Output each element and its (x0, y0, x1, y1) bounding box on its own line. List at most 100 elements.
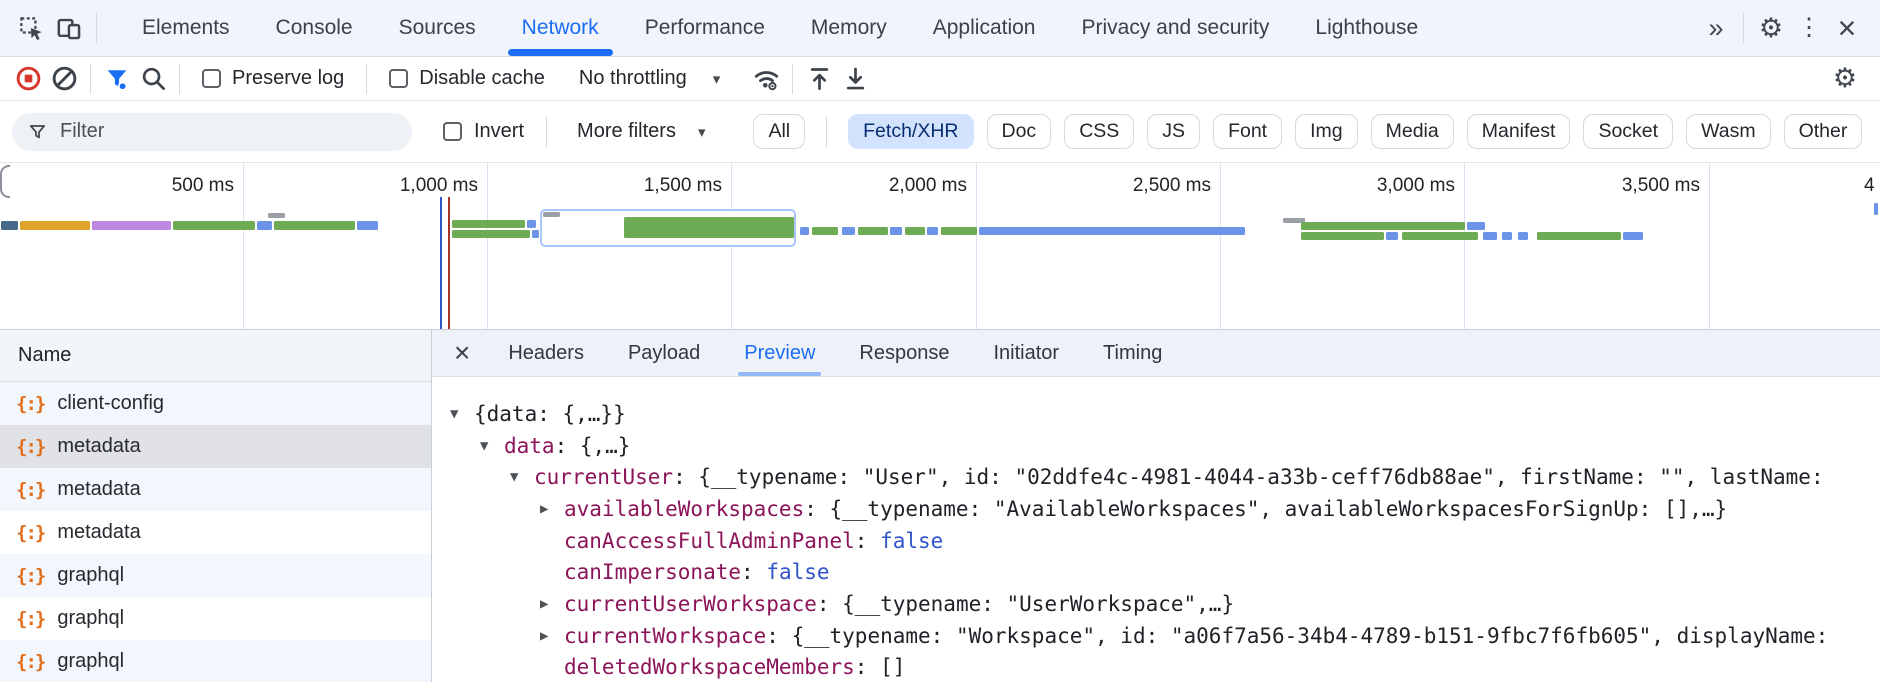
waterfall-bar-green (452, 220, 525, 228)
waterfall-bar-blue (1874, 203, 1878, 215)
waterfall-bar-blue (890, 227, 902, 235)
more-filters-label: More filters (577, 120, 676, 142)
request-row-client-config[interactable]: {:}client-config (0, 382, 431, 425)
dom-content-loaded-line (440, 197, 442, 329)
tab-lighthouse[interactable]: Lighthouse (1315, 16, 1419, 39)
json-plain-text: : {__typename: "AvailableWorkspaces", av… (804, 496, 1728, 521)
close-detail-icon[interactable]: × (454, 337, 471, 368)
request-row-graphql[interactable]: {:}graphql (0, 554, 431, 597)
tree-down-arrow-icon[interactable]: ▼ (510, 469, 519, 486)
tab-performance[interactable]: Performance (644, 16, 765, 39)
json-key-text: currentWorkspace (564, 623, 767, 648)
preserve-log-checkbox[interactable] (202, 69, 221, 88)
tree-right-arrow-icon[interactable]: ▶ (540, 627, 549, 644)
detail-tab-preview[interactable]: Preview (722, 330, 837, 376)
filter-chip-media[interactable]: Media (1370, 114, 1454, 149)
more-filters-dropdown[interactable]: More filters ▾ (555, 120, 719, 143)
close-devtools-icon[interactable]: × (1837, 10, 1857, 46)
tree-right-arrow-icon[interactable]: ▶ (540, 500, 549, 517)
json-key-text: availableWorkspaces (564, 496, 805, 521)
waterfall-bar-blue (532, 230, 539, 238)
filter-chip-js[interactable]: JS (1147, 114, 1201, 149)
overview-left-handle[interactable] (0, 165, 10, 198)
json-braces-icon: {:} (16, 650, 46, 673)
throttling-select[interactable]: No throttling ▾ (559, 67, 734, 90)
json-plain-text: : (741, 560, 767, 585)
waterfall-bar-green (452, 230, 530, 238)
filter-chip-fetch-xhr[interactable]: Fetch/XHR (848, 114, 974, 149)
json-tree-row: ▶currentWorkspace: {__typename: "Workspa… (540, 620, 1880, 652)
more-tabs-icon[interactable]: » (1708, 12, 1724, 43)
timeline-tick-label: 2,000 ms (888, 175, 967, 196)
filter-chip-socket[interactable]: Socket (1583, 114, 1674, 149)
tab-memory[interactable]: Memory (810, 16, 887, 39)
export-har-icon[interactable] (837, 62, 873, 96)
disable-cache-label: Disable cache (419, 67, 545, 89)
tree-down-arrow-icon[interactable]: ▼ (450, 405, 459, 422)
detail-tab-initiator[interactable]: Initiator (993, 341, 1060, 364)
filter-input[interactable]: Filter (12, 112, 412, 151)
network-conditions-icon[interactable] (748, 62, 784, 96)
request-row-metadata[interactable]: {:}metadata (0, 511, 431, 554)
tab-console[interactable]: Console (275, 16, 353, 39)
filter-chip-all[interactable]: All (753, 114, 806, 149)
json-tree-row: canImpersonate: false (540, 556, 1880, 588)
filter-chip-doc[interactable]: Doc (986, 114, 1052, 149)
json-plain-text: : {__typename: "User", id: "02ddfe4c-498… (673, 465, 1824, 490)
more-options-kebab-icon[interactable]: ⋮ (1797, 14, 1821, 41)
tree-down-arrow-icon[interactable]: ▼ (480, 437, 489, 454)
disable-cache-checkbox[interactable] (389, 69, 409, 88)
request-row-graphql[interactable]: {:} graphql (0, 640, 431, 682)
network-bottom-split: Name {:}client-config{:}metadata{:}metad… (0, 330, 1880, 682)
filter-chip-wasm[interactable]: Wasm (1686, 114, 1771, 149)
load-event-line (448, 197, 450, 329)
filter-chip-other[interactable]: Other (1783, 114, 1863, 149)
request-name: metadata (57, 435, 141, 457)
waterfall-bar-blue (357, 221, 378, 230)
filter-icon[interactable] (99, 62, 135, 96)
tab-elements[interactable]: Elements (142, 16, 230, 39)
waterfall-bar-steel (1, 221, 18, 230)
waterfall-bar-gray (1283, 218, 1305, 223)
name-column-header[interactable]: Name (0, 330, 431, 382)
preserve-log-label: Preserve log (232, 67, 345, 89)
filter-chip-css[interactable]: CSS (1064, 114, 1135, 149)
settings-gear-icon[interactable]: ⚙ (1758, 12, 1784, 43)
detail-tab-payload[interactable]: Payload (627, 341, 701, 364)
detail-tab-timing[interactable]: Timing (1103, 341, 1163, 364)
request-name: graphql (57, 650, 125, 672)
device-toolbar-icon[interactable] (50, 9, 88, 47)
request-row-metadata[interactable]: {:}metadata (0, 468, 431, 511)
filter-chip-manifest[interactable]: Manifest (1466, 114, 1571, 149)
tab-application[interactable]: Application (932, 16, 1036, 39)
tab-network[interactable]: Network (499, 0, 622, 56)
json-braces-icon: {:} (16, 392, 46, 415)
timeline-tick-label: 500 ms (171, 175, 234, 196)
import-har-icon[interactable] (801, 62, 837, 96)
network-toolbar: Preserve log Disable cache No throttling… (0, 57, 1880, 101)
divider (1743, 13, 1744, 43)
json-tree-row: ▼currentUser: {__typename: "User", id: "… (510, 461, 1880, 493)
request-row-graphql[interactable]: {:}graphql (0, 597, 431, 640)
detail-tab-response[interactable]: Response (859, 341, 950, 364)
invert-label: Invert (474, 120, 525, 142)
detail-tab-headers[interactable]: Headers (508, 341, 584, 364)
request-row-metadata[interactable]: {:}metadata (0, 425, 431, 468)
main-tab-strip: Elements Console Sources Network Performance… (119, 0, 1441, 56)
filter-chip-img[interactable]: Img (1295, 114, 1358, 149)
waterfall-bar-green (1301, 232, 1384, 240)
invert-checkbox[interactable] (443, 122, 462, 141)
record-network-log-icon[interactable] (10, 62, 46, 96)
clear-network-log-icon[interactable] (46, 62, 82, 96)
inspect-element-icon[interactable] (12, 9, 50, 47)
tab-sources[interactable]: Sources (398, 16, 476, 39)
tab-privacy-and-security[interactable]: Privacy and security (1081, 16, 1270, 39)
tree-right-arrow-icon[interactable]: ▶ (540, 595, 549, 612)
divider (96, 13, 97, 43)
timeline-gridline (1709, 163, 1710, 329)
network-settings-gear-icon[interactable]: ⚙ (1832, 63, 1858, 93)
filter-chip-font[interactable]: Font (1213, 114, 1283, 149)
waterfall-bar-green (858, 227, 888, 235)
search-icon[interactable] (135, 62, 171, 96)
